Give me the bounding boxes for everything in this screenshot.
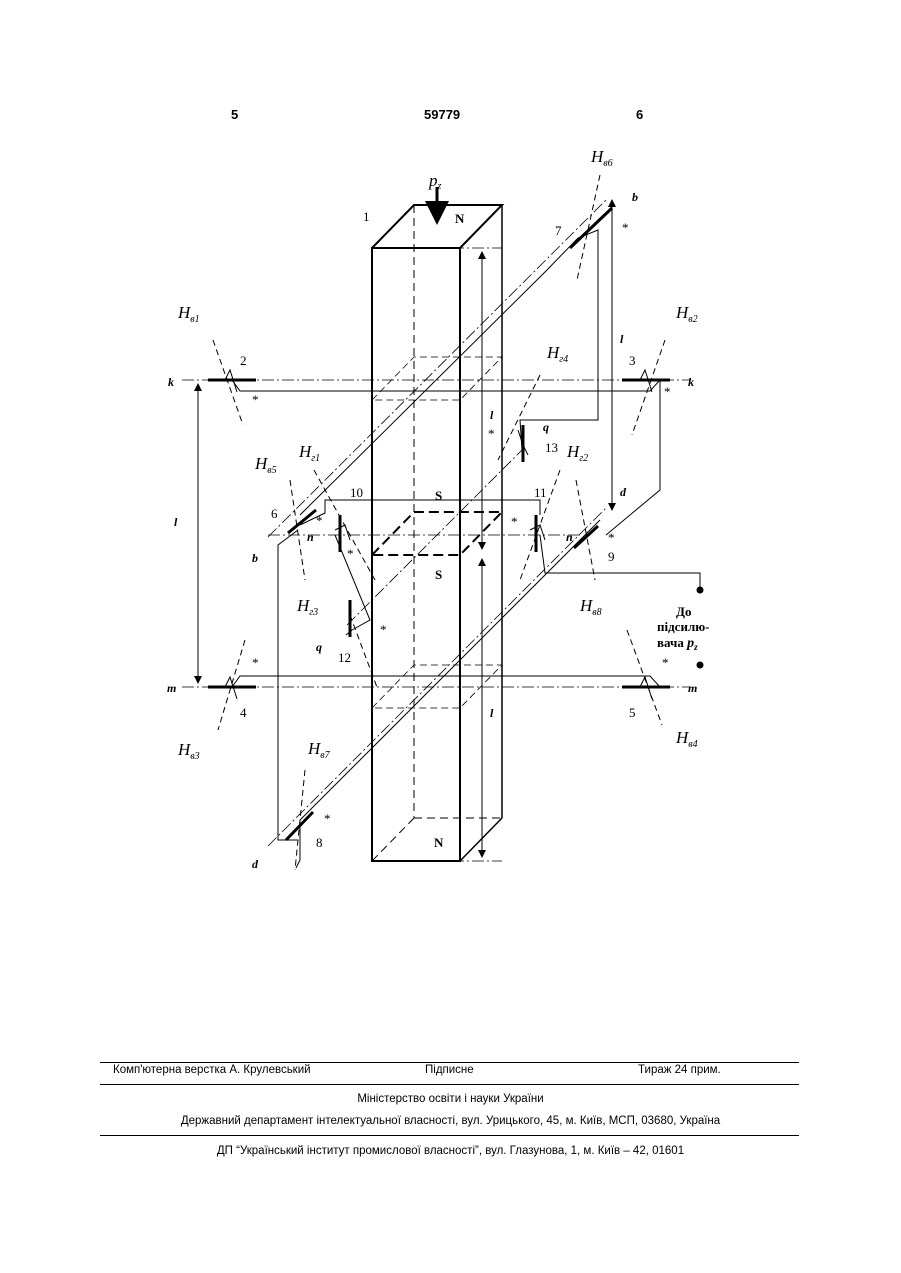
footer-rule-top — [100, 1062, 799, 1063]
number-9: 9 — [608, 549, 615, 564]
polarity-mark: * — [380, 622, 387, 637]
footer-institute: ДП “Український інститут промислової вла… — [0, 1145, 901, 1157]
field-label-v8: Hв8 — [579, 596, 602, 618]
dim-l-left: l — [174, 515, 178, 529]
polarity-mark: * — [488, 426, 495, 441]
axis-q-top: q — [543, 420, 549, 434]
axis-b-top: b — [632, 190, 638, 204]
polarity-mark: * — [252, 655, 259, 670]
amplifier-label-line1: До — [676, 604, 691, 619]
dim-l-upper: l — [490, 408, 494, 422]
number-5: 5 — [629, 705, 636, 720]
footer-ministry: Міністерство освіти і науки України — [0, 1093, 901, 1105]
polarity-mark: * — [622, 220, 629, 235]
field-label-v7: Hв7 — [307, 739, 331, 761]
pole-n-top: N — [455, 211, 465, 226]
field-label-g1: Hг1 — [298, 442, 320, 464]
axis-b-bottom: b — [252, 551, 258, 565]
number-1: 1 — [363, 209, 370, 224]
footer-typesetting: Комп'ютерна верстка А. Крулевський — [113, 1064, 311, 1076]
number-2: 2 — [240, 353, 247, 368]
field-label-v6: Hв6 — [590, 147, 613, 169]
field-label-v4: Hв4 — [675, 728, 698, 750]
axis-d-top: d — [620, 485, 627, 499]
footer-rule-middle — [100, 1084, 799, 1085]
field-label-g2: Hг2 — [566, 442, 588, 464]
number-11: 11 — [534, 485, 547, 500]
field-label-v3: Hв3 — [177, 740, 200, 762]
polarity-mark: * — [662, 655, 669, 670]
pole-s-upper: S — [435, 488, 442, 503]
axis-k-left: k — [168, 375, 174, 389]
pole-n-bottom: N — [434, 835, 444, 850]
polarity-mark: * — [347, 546, 354, 561]
number-4: 4 — [240, 705, 247, 720]
footer-department: Державний департамент інтелектуальної вл… — [0, 1115, 901, 1127]
force-label: pz — [428, 171, 442, 192]
amplifier-label-line3: вача pz — [657, 635, 698, 652]
polarity-mark: * — [608, 530, 615, 545]
axis-m-right: m — [688, 681, 697, 695]
number-12: 12 — [338, 650, 351, 665]
amplifier-label-line2: підсилю- — [657, 619, 710, 634]
dim-l-right: l — [620, 332, 624, 346]
field-label-v5: Hв5 — [254, 454, 277, 476]
number-7: 7 — [555, 223, 562, 238]
axis-n-right: n — [566, 530, 573, 544]
footer-signed: Підписне — [425, 1064, 474, 1076]
axis-n-left: n — [307, 530, 314, 544]
sensor-diagram: pz N S S N 1 2 3 4 5 6 7 8 9 10 11 12 13… — [0, 0, 901, 1000]
field-label-g4: Hг4 — [546, 343, 568, 365]
axis-k-right: k — [688, 375, 694, 389]
footer-circulation: Тираж 24 прим. — [638, 1064, 721, 1076]
dim-l-lower: l — [490, 706, 494, 720]
number-8: 8 — [316, 835, 323, 850]
axis-q-bottom: q — [316, 640, 322, 654]
number-10: 10 — [350, 485, 363, 500]
terminal-bottom — [697, 662, 704, 669]
axis-m-left: m — [167, 681, 176, 695]
polarity-mark: * — [316, 513, 323, 528]
number-6: 6 — [271, 506, 278, 521]
field-label-g3: Hг3 — [296, 596, 318, 618]
sensors — [208, 208, 670, 840]
polarity-mark: * — [252, 392, 259, 407]
field-label-v1: Hв1 — [177, 303, 200, 325]
number-3: 3 — [629, 353, 636, 368]
axis-d-bottom: d — [252, 857, 259, 871]
terminal-top — [697, 587, 704, 594]
number-13: 13 — [545, 440, 558, 455]
polarity-mark: * — [511, 514, 518, 529]
field-label-v2: Hв2 — [675, 303, 698, 325]
polarity-mark: * — [664, 384, 671, 399]
pole-s-lower: S — [435, 567, 442, 582]
polarity-mark: * — [324, 811, 331, 826]
footer-rule-bottom — [100, 1135, 799, 1136]
